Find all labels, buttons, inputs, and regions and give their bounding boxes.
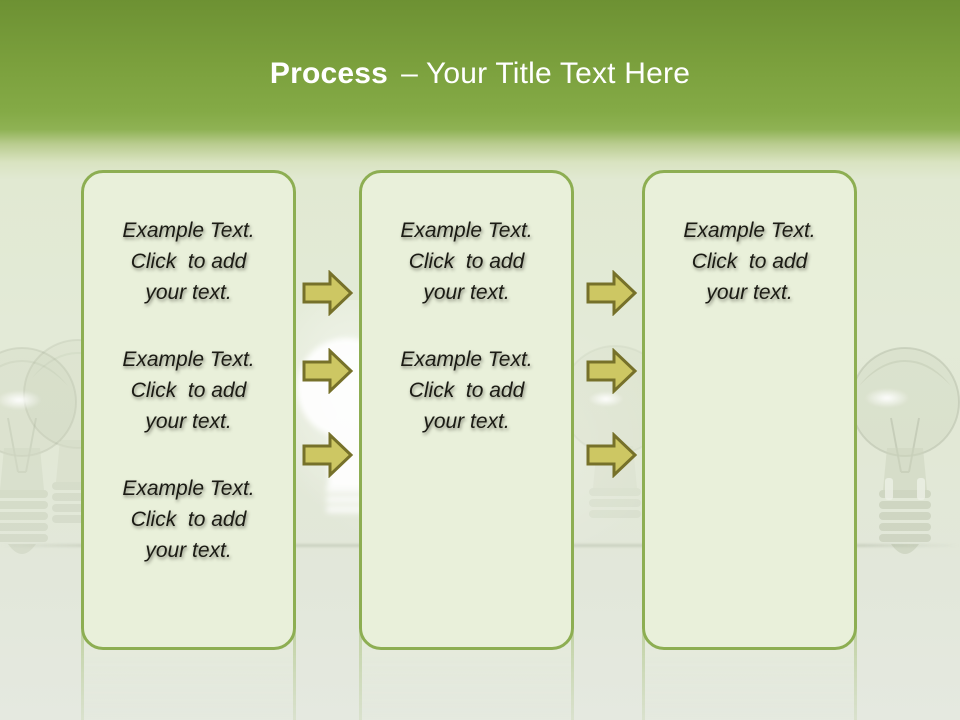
placeholder-text[interactable]: Example Text. Click to add your text. (651, 215, 848, 308)
text-line: Example Text. (400, 348, 533, 371)
right-arrow-icon[interactable] (302, 348, 354, 394)
right-arrow-icon[interactable] (586, 348, 638, 394)
text-line: Example Text. (122, 348, 255, 371)
process-step-2-box[interactable]: Example Text. Click to add your text. Ex… (359, 170, 574, 650)
title-emphasis: Process (269, 57, 389, 90)
text-line: your text. (145, 281, 232, 304)
text-line: Example Text. (683, 219, 816, 242)
text-line: Click to add (408, 250, 525, 273)
text-line: Click to add (130, 250, 247, 273)
title-rest: – Your Title Text Here (401, 57, 691, 90)
text-line: Example Text. (122, 477, 255, 500)
slide-header: Process – Your Title Text Here (0, 0, 960, 148)
text-line: your text. (423, 410, 510, 433)
text-line: Example Text. (400, 219, 533, 242)
placeholder-text[interactable]: Example Text. Click to add your text. (90, 473, 287, 566)
text-line: your text. (145, 410, 232, 433)
right-arrow-icon[interactable] (302, 432, 354, 478)
right-arrow-icon[interactable] (586, 432, 638, 478)
text-line: Click to add (408, 379, 525, 402)
lens-flare (588, 391, 624, 407)
text-line: Click to add (130, 379, 247, 402)
placeholder-text[interactable]: Example Text. Click to add your text. (368, 344, 565, 437)
lens-flare (864, 388, 910, 408)
lens-flare (0, 390, 42, 410)
placeholder-text[interactable]: Example Text. Click to add your text. (90, 215, 287, 308)
text-line: Example Text. (122, 219, 255, 242)
text-line: your text. (423, 281, 510, 304)
right-arrow-icon[interactable] (586, 270, 638, 316)
text-line: your text. (706, 281, 793, 304)
slide-title[interactable]: Process – Your Title Text Here (270, 57, 690, 91)
placeholder-text[interactable]: Example Text. Click to add your text. (90, 344, 287, 437)
placeholder-text[interactable]: Example Text. Click to add your text. (368, 215, 565, 308)
text-line: your text. (145, 539, 232, 562)
text-line: Click to add (691, 250, 808, 273)
process-step-3-box[interactable]: Example Text. Click to add your text. (642, 170, 857, 650)
right-arrow-icon[interactable] (302, 270, 354, 316)
process-step-1-box[interactable]: Example Text. Click to add your text. Ex… (81, 170, 296, 650)
text-line: Click to add (130, 508, 247, 531)
